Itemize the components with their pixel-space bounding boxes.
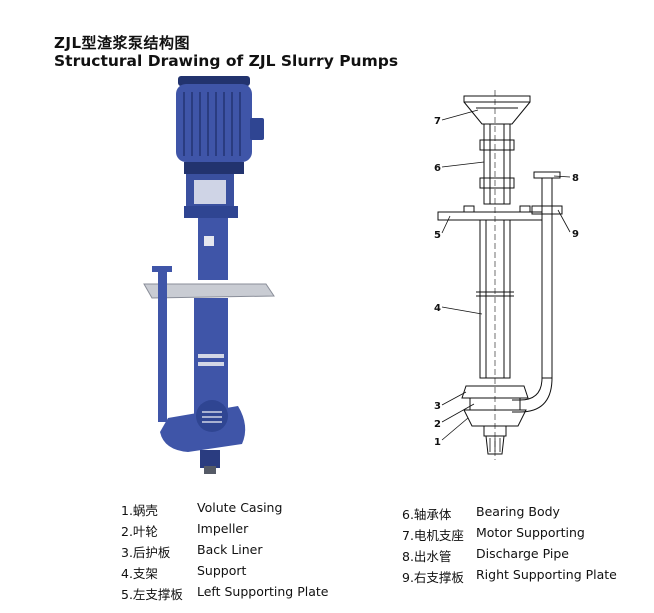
- legend-item: 3.后护板 Back Liner: [121, 542, 341, 563]
- callout-2: 2: [434, 419, 441, 430]
- legend-item: 7.电机支座 Motor Supporting: [402, 525, 632, 546]
- legend-zh: 5.左支撑板: [121, 587, 183, 602]
- legend-zh: 1.蜗壳: [121, 503, 158, 518]
- callout-6: 6: [434, 163, 441, 174]
- legend-item: 2.叶轮 Impeller: [121, 521, 341, 542]
- structural-drawing: 7 6 5 4 3 2 1 8 9: [434, 90, 579, 460]
- legend-item: 8.出水管 Discharge Pipe: [402, 546, 632, 567]
- callout-9: 9: [572, 229, 579, 240]
- legend-en: Left Supporting Plate: [197, 584, 329, 599]
- legend-zh: 3.后护板: [121, 545, 171, 560]
- legend-zh: 2.叶轮: [121, 524, 158, 539]
- legend-en: Volute Casing: [197, 500, 283, 515]
- title-english: Structural Drawing of ZJL Slurry Pumps: [54, 52, 399, 70]
- legend-item: 5.左支撑板 Left Supporting Plate: [121, 584, 341, 605]
- legend-item: 6.轴承体 Bearing Body: [402, 504, 632, 525]
- legend-en: Impeller: [197, 521, 249, 536]
- legend-en: Back Liner: [197, 542, 263, 557]
- parts-legend-left: 1.蜗壳 Volute Casing 2.叶轮 Impeller 3.后护板 Back…: [121, 500, 341, 605]
- callout-7: 7: [434, 116, 441, 127]
- legend-zh: 8.出水管: [402, 549, 452, 564]
- callout-5: 5: [434, 230, 441, 241]
- legend-en: Motor Supporting: [476, 525, 585, 540]
- legend-en: Discharge Pipe: [476, 546, 569, 561]
- parts-legend-right: 6.轴承体 Bearing Body 7.电机支座 Motor Supporting…: [402, 504, 632, 588]
- legend-item: 9.右支撑板 Right Supporting Plate: [402, 567, 632, 588]
- motor: [176, 76, 264, 174]
- legend-en: Support: [197, 563, 247, 578]
- callout-4: 4: [434, 303, 441, 314]
- legend-zh: 9.右支撑板: [402, 570, 464, 585]
- legend-en: Right Supporting Plate: [476, 567, 617, 582]
- callout-8: 8: [572, 173, 579, 184]
- pump-product-image: [143, 76, 275, 474]
- legend-zh: 6.轴承体: [402, 507, 452, 522]
- legend-zh: 4.支架: [121, 566, 158, 581]
- legend-item: 4.支架 Support: [121, 563, 341, 584]
- legend-en: Bearing Body: [476, 504, 560, 519]
- legend-item: 1.蜗壳 Volute Casing: [121, 500, 341, 521]
- callout-1: 1: [434, 437, 441, 448]
- callout-3: 3: [434, 401, 441, 412]
- title-chinese: ZJL型渣浆泵结构图: [54, 34, 191, 52]
- legend-zh: 7.电机支座: [402, 528, 464, 543]
